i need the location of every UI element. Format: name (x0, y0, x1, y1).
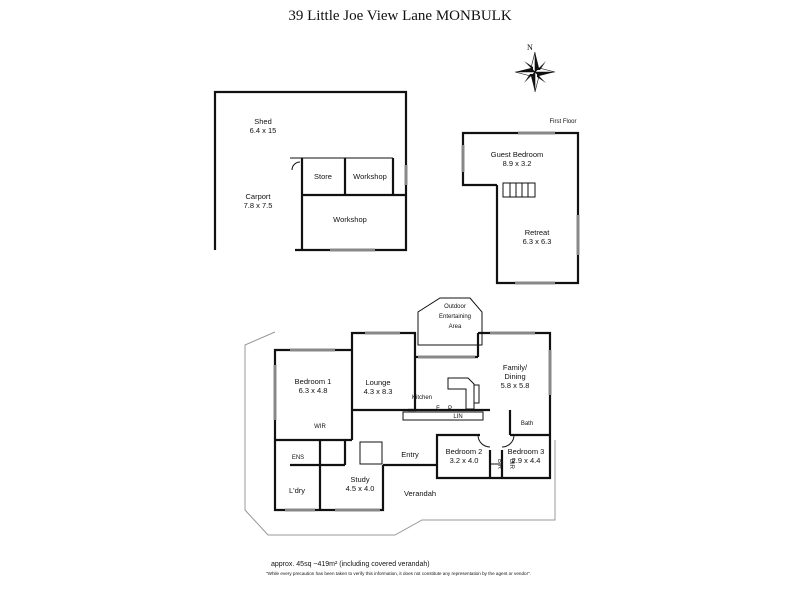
bath-label: Bath (521, 421, 533, 427)
carport-size: 7.8 x 7.5 (244, 201, 273, 210)
study-size: 4.5 x 4.0 (346, 484, 375, 493)
pantry-label: P (448, 406, 452, 412)
outdoor-label-2: Entertaining (439, 314, 471, 320)
north-label: N (527, 43, 533, 52)
area-note: approx. 45sq ~419m² (including covered v… (271, 561, 430, 568)
outdoor-label-1: Outdoor (444, 304, 466, 310)
carport-label: Carport (245, 192, 271, 201)
guest-bedroom-size: 8.9 x 3.2 (503, 159, 532, 168)
retreat-label: Retreat (525, 228, 551, 237)
compass-rose-icon: N (514, 43, 556, 93)
family-label-1: Family/ (503, 363, 528, 372)
retreat-size: 6.3 x 6.3 (523, 237, 552, 246)
entry-label: Entry (401, 450, 419, 459)
lounge-label: Lounge (365, 378, 390, 387)
outdoor-label-3: Area (449, 324, 462, 330)
bedroom3-label: Bedroom 3 (508, 447, 545, 456)
wir-label: WIR (314, 424, 326, 430)
linen-label: LIN (453, 414, 462, 420)
family-size: 5.8 x 5.8 (501, 381, 530, 390)
fridge-label: F (436, 406, 440, 412)
ens-label: ENS (292, 455, 304, 461)
ground-floor-plan: Outdoor Entertaining Area Bedroom 1 6.3 … (244, 297, 556, 536)
disclaimer: "While every precaution has been taken t… (266, 571, 531, 576)
family-label-2: Dining (504, 372, 525, 381)
guest-bedroom-label: Guest Bedroom (491, 150, 544, 159)
workshop-upper-label: Workshop (353, 172, 387, 181)
lounge-size: 4.3 x 8.3 (364, 387, 393, 396)
bedroom1-label: Bedroom 1 (295, 377, 332, 386)
first-floor-label: First Floor (550, 119, 577, 125)
first-floor-plan: First Floor Guest Bedroom 8.9 x 3.2 Retr… (461, 119, 580, 285)
bir-label-bedroom2: BIR (496, 459, 502, 470)
study-label: Study (350, 475, 369, 484)
store-label: Store (314, 172, 332, 181)
shed-label: Shed (254, 117, 272, 126)
kitchen-label: Kitchen (412, 395, 432, 401)
plan-title: 39 Little Joe View Lane MONBULK (288, 8, 512, 24)
laundry-label: L'dry (289, 486, 305, 495)
verandah-label: Verandah (404, 489, 436, 498)
bedroom3-size: 2.9 x 4.4 (512, 456, 541, 465)
bir-label-bedroom3: BIR (508, 459, 514, 470)
bedroom2-size: 3.2 x 4.0 (450, 456, 479, 465)
shed-size: 6.4 x 15 (250, 126, 277, 135)
workshop-lower-label: Workshop (333, 215, 367, 224)
bedroom1-size: 6.3 x 4.8 (299, 386, 328, 395)
outbuilding-plan: Shed 6.4 x 15 Carport 7.8 x 7.5 Store Wo… (213, 90, 408, 252)
bedroom2-label: Bedroom 2 (446, 447, 483, 456)
